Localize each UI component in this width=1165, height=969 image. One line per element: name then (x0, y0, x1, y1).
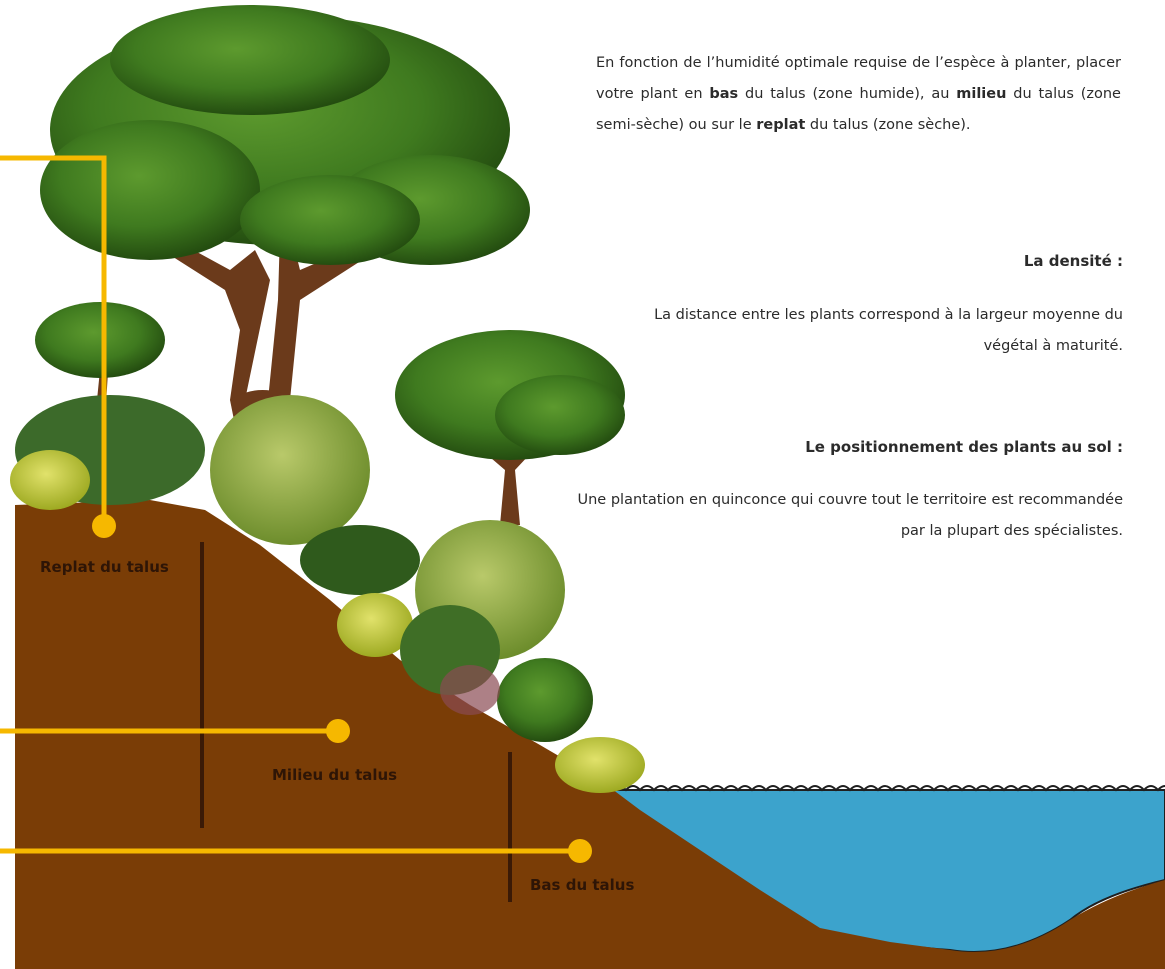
intro-text-2: du talus (zone humide), au (738, 86, 957, 102)
zone-label-bas: Bas du talus (530, 876, 635, 894)
zone-label-replat: Replat du talus (40, 558, 169, 576)
callout-milieu (0, 719, 350, 743)
shrubs (10, 395, 645, 793)
tree-right (395, 330, 625, 525)
intro-keyword-bas: bas (709, 86, 739, 102)
intro-text-3: du talus (zone semi-sèche) ou sur le (596, 86, 1121, 133)
intro-keyword-replat: replat (756, 117, 806, 133)
intro-keyword-milieu: milieu (956, 86, 1007, 102)
marker-milieu (326, 719, 350, 743)
intro-paragraph: En fonction de l’humidité optimale requi… (596, 48, 1121, 141)
intro-text-4: du talus (zone sèche). (805, 117, 971, 133)
callout-replat (0, 155, 116, 538)
callout-bas (0, 839, 592, 863)
small-tree-left (35, 302, 165, 420)
marker-replat (92, 514, 116, 538)
density-heading: La densité : (1023, 252, 1123, 270)
intro-text-1: En fonction de l’humidité optimale requi… (596, 55, 1121, 102)
water-surface-line (611, 785, 1165, 792)
density-text: La distance entre les plants correspond … (654, 307, 1123, 354)
positioning-text: Une plantation en quinconce qui couvre t… (577, 492, 1124, 539)
zone-label-milieu: Milieu du talus (272, 766, 398, 784)
marker-bas (568, 839, 592, 863)
positioning-heading: Le positionnement des plants au sol : (805, 438, 1123, 456)
